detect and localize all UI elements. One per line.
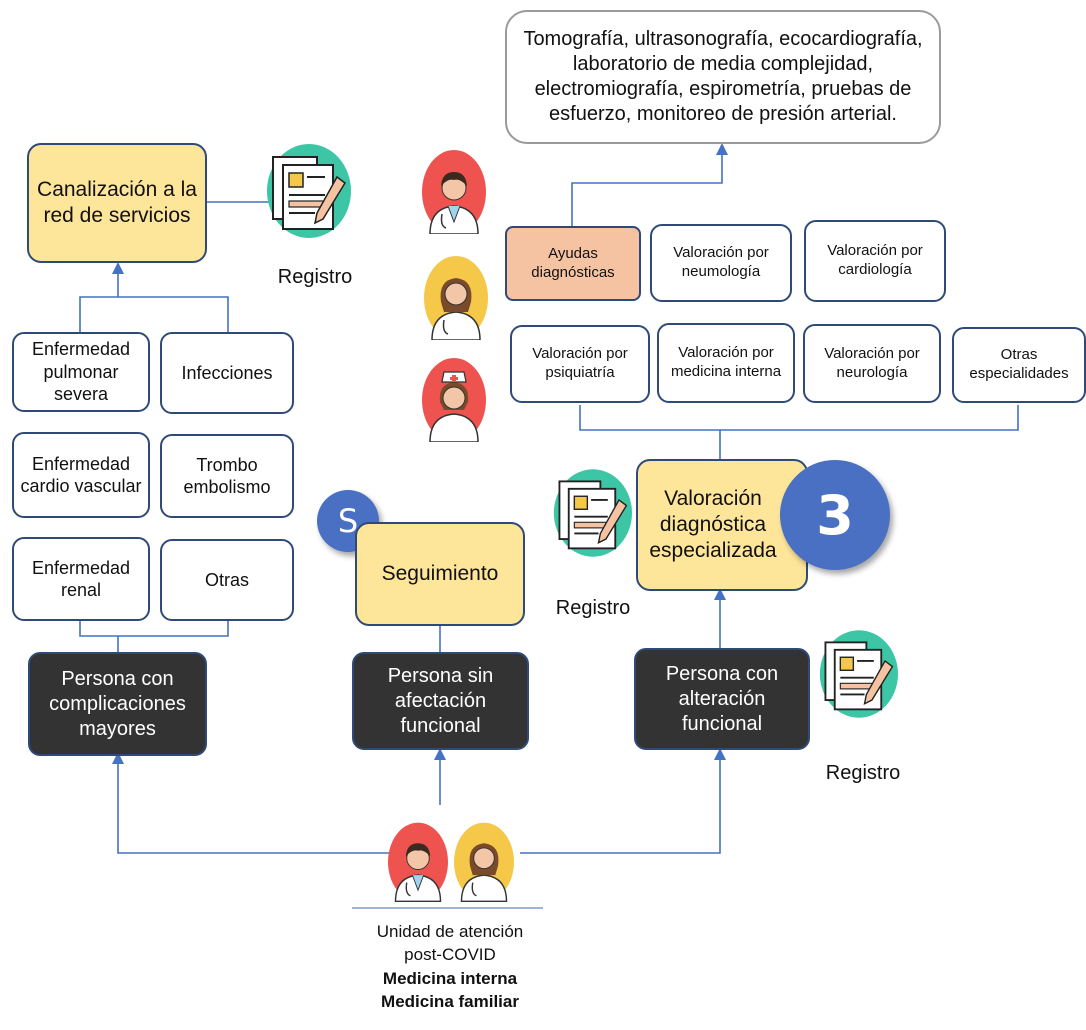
valoracion-cardiologia-label: Valoración por cardiología	[827, 242, 923, 278]
seguimiento-label: Seguimiento	[381, 561, 499, 585]
valoracion-neumologia-label: Valoración por neumología	[673, 244, 769, 280]
nurse-icon	[422, 358, 486, 442]
persona-sin-afectacion-label: Persona sin afectación funcional	[387, 664, 494, 737]
valoracion-neumologia-box: Valoración por neumología	[650, 224, 792, 302]
condition-pulmonar-label: Enfermedad pulmonar severa	[31, 339, 131, 405]
doctor-female-icon	[424, 256, 488, 340]
otras-especialidades-label: Otras especialidades	[969, 346, 1069, 382]
valoracion-neurologia-label: Valoración por neurología	[824, 344, 920, 381]
ayudas-diagnosticas-label: Ayudas diagnósticas	[531, 244, 615, 281]
registro-label-middle: Registro	[555, 597, 631, 619]
valoracion-neurologia-box: Valoración por neurología	[803, 324, 941, 403]
condition-trombo-label: Trombo embolismo	[183, 454, 271, 498]
exams-text: Tomografía, ultrasonografía, ecocardiogr…	[523, 28, 923, 125]
document-icon	[267, 144, 351, 238]
valoracion-medicina-interna-box: Valoración por medicina interna	[657, 323, 795, 403]
condition-infecciones: Infecciones	[160, 332, 294, 414]
condition-renal: Enfermedad renal	[12, 537, 150, 621]
unit-line-3-text: Medicina interna	[382, 968, 518, 988]
seguimiento-box: Seguimiento	[355, 522, 525, 626]
step-3-badge: 3	[780, 460, 890, 570]
unit-caption: Unidad de atención post-COVID Medicina i…	[330, 920, 570, 1014]
registro-label-left: Registro	[277, 266, 353, 288]
canalizacion-box: Canalización a la red de servicios	[27, 143, 207, 263]
persona-alteracion-box: Persona con alteración funcional	[634, 648, 810, 750]
condition-infecciones-label: Infecciones	[181, 362, 273, 383]
persona-sin-afectacion-box: Persona sin afectación funcional	[352, 652, 529, 750]
document-icon	[819, 630, 898, 718]
unit-line-4-text: Medicina familiar	[381, 992, 519, 1012]
valoracion-cardiologia-box: Valoración por cardiología	[804, 220, 946, 302]
registro-label-right: Registro	[825, 762, 901, 784]
valoracion-psiquiatria-label: Valoración por psiquiatría	[532, 345, 628, 381]
unit-line-2: post-COVID	[404, 945, 496, 965]
ayudas-diagnosticas-box: Ayudas diagnósticas	[505, 226, 641, 301]
canalizacion-label: Canalización a la red de servicios	[37, 177, 197, 227]
seguimiento-badge: S	[317, 490, 379, 552]
persona-alteracion-label: Persona con alteración funcional	[665, 662, 779, 735]
condition-renal-label: Enfermedad renal	[31, 557, 131, 601]
exams-box: Tomografía, ultrasonografía, ecocardiogr…	[505, 10, 941, 144]
doctor-female-icon	[454, 822, 514, 902]
condition-trombo: Trombo embolismo	[160, 434, 294, 518]
doctor-male-icon	[422, 150, 486, 234]
valoracion-especializada-box: Valoración diagnóstica especializada	[636, 459, 808, 591]
valoracion-especializada-label: Valoración diagnóstica especializada	[649, 486, 777, 563]
unit-line-3: Medicina interna	[330, 967, 570, 990]
document-icon	[553, 469, 632, 557]
persona-complicaciones-box: Persona con complicaciones mayores	[28, 652, 207, 756]
valoracion-medicina-interna-label: Valoración por medicina interna	[670, 344, 782, 380]
persona-complicaciones-label: Persona con complicaciones mayores	[49, 667, 186, 740]
condition-cardio: Enfermedad cardio vascular	[12, 432, 150, 518]
condition-otras-label: Otras	[204, 569, 249, 590]
unit-line-1: Unidad de atención	[376, 922, 524, 941]
condition-pulmonar: Enfermedad pulmonar severa	[12, 332, 150, 412]
otras-especialidades-box: Otras especialidades	[952, 327, 1086, 403]
unit-line-4: Medicina familiar	[330, 990, 570, 1013]
doctor-male-icon	[388, 822, 448, 902]
condition-otras: Otras	[160, 539, 294, 621]
valoracion-psiquiatria-box: Valoración por psiquiatría	[510, 325, 650, 403]
condition-cardio-label: Enfermedad cardio vascular	[20, 453, 142, 497]
